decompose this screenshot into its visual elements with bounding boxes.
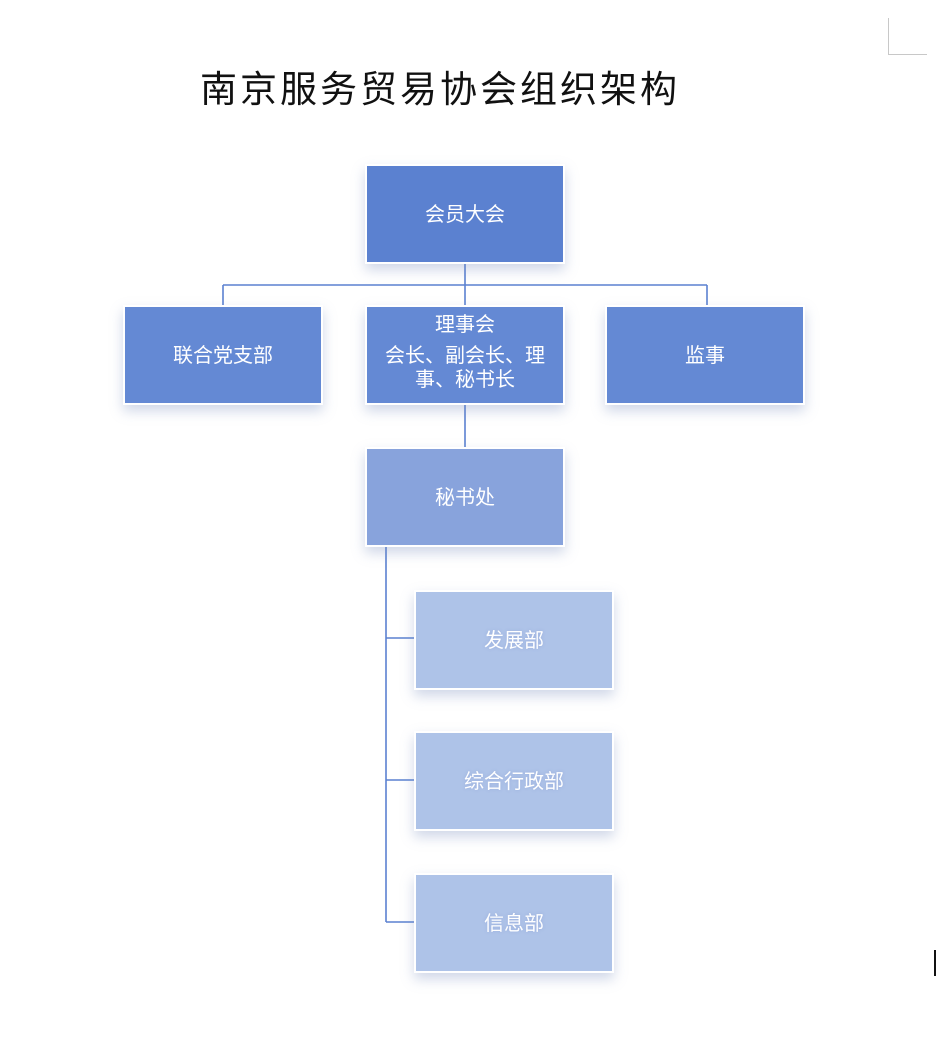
node-label: 监事 [685,343,725,367]
node-council: 理事会 会长、副会长、理事、秘书长 [365,305,565,405]
node-label: 发展部 [484,628,544,652]
node-label: 联合党支部 [173,343,273,367]
node-label: 信息部 [484,911,544,935]
node-label: 综合行政部 [464,769,564,793]
node-secretariat: 秘书处 [365,447,565,547]
node-development-dept: 发展部 [414,590,614,690]
page-title: 南京服务贸易协会组织架构 [200,68,680,111]
page-corner-mark [888,18,927,55]
node-label: 理事会 [435,312,495,337]
node-admin-dept: 综合行政部 [414,731,614,831]
text-cursor [934,950,936,976]
node-general-assembly: 会员大会 [365,164,565,264]
node-party-branch: 联合党支部 [123,305,323,405]
node-supervisor: 监事 [605,305,805,405]
node-info-dept: 信息部 [414,873,614,973]
node-label: 秘书处 [435,485,495,509]
node-members: 会长、副会长、理事、秘书长 [385,342,545,392]
node-label: 会员大会 [425,202,505,226]
